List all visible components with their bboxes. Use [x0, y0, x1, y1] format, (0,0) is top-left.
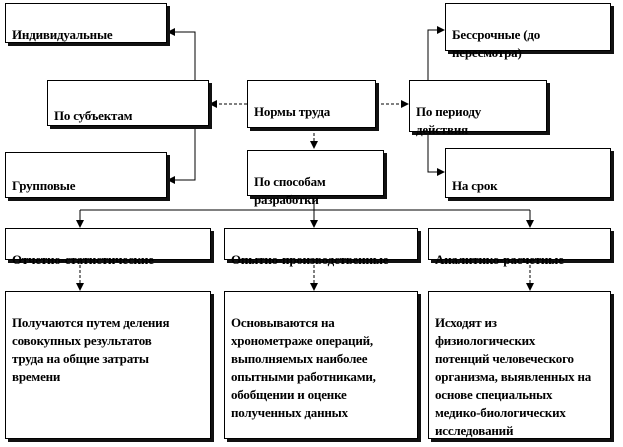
node-indefinite-label: Бессрочные (до пересмотра): [452, 27, 541, 60]
desc-experimental-text: Основываются на хронометраже операций, в…: [231, 315, 376, 420]
node-statistical: Отчетно-статистические: [5, 228, 211, 267]
arrow-subject-to-group: [167, 126, 196, 184]
node-experimental: Опытно-производственные: [224, 228, 418, 267]
arrow-period-to-indefinite: [427, 26, 445, 80]
node-group: Групповые: [5, 152, 167, 198]
node-by-subject: По субъектам: [47, 80, 209, 126]
node-individual: Индивидуальные: [5, 3, 167, 43]
node-by-period-label: По периоду действия: [416, 104, 482, 137]
node-experimental-label: Опытно-производственные: [231, 252, 389, 267]
node-statistical-label: Отчетно-статистические: [12, 252, 154, 267]
node-indefinite: Бессрочные (до пересмотра): [445, 3, 611, 60]
root-node-labor-norms: Нормы труда: [247, 80, 376, 128]
node-group-label: Групповые: [12, 178, 76, 193]
arrow-subject-to-individual: [167, 28, 196, 80]
node-by-period: По периоду действия: [409, 80, 547, 137]
node-by-method: По способам разработки: [247, 150, 384, 207]
desc-experimental: Основываются на хронометраже операций, в…: [224, 291, 418, 439]
node-fixed-term-label: На срок: [452, 178, 498, 193]
node-by-subject-label: По субъектам: [54, 108, 133, 123]
node-fixed-term: На срок: [445, 148, 611, 198]
node-analytical: Аналитико-расчетные: [428, 228, 611, 267]
desc-analytical-text: Исходят из физиологических потенций чело…: [435, 315, 592, 438]
desc-statistical-text: Получаются путем деления совокупных резу…: [12, 315, 170, 384]
root-node-label: Нормы труда: [254, 104, 331, 119]
arrow-period-to-fixed: [427, 132, 445, 176]
node-individual-label: Индивидуальные: [12, 27, 113, 42]
node-analytical-label: Аналитико-расчетные: [435, 252, 564, 267]
desc-analytical: Исходят из физиологических потенций чело…: [428, 291, 611, 439]
desc-statistical: Получаются путем деления совокупных резу…: [5, 291, 211, 439]
node-by-method-label: По способам разработки: [254, 174, 326, 207]
